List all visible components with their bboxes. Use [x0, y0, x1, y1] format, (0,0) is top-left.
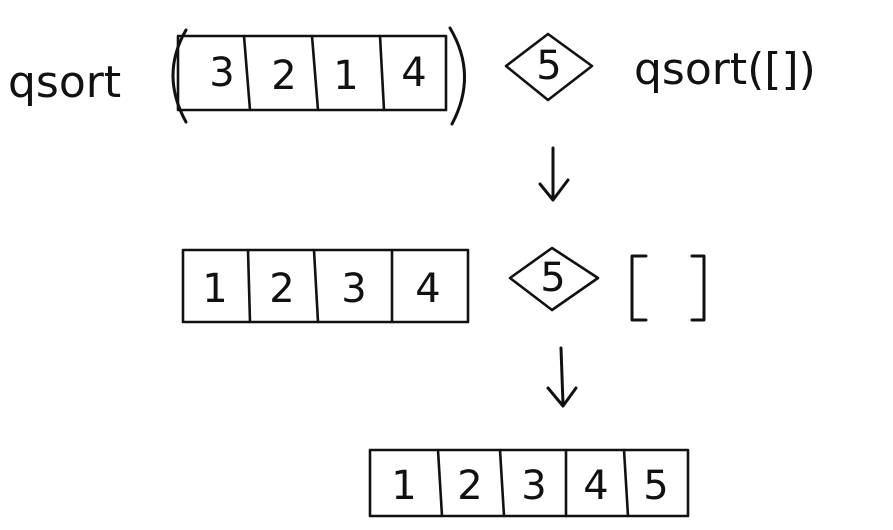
close-paren — [448, 26, 466, 126]
array-cell: 2 — [269, 266, 294, 312]
array-cell: 2 — [457, 463, 482, 509]
array-cell: 1 — [202, 266, 227, 312]
qsort-empty-call-label: qsort([]) — [634, 44, 816, 95]
open-paren — [171, 28, 188, 124]
array-cell: 3 — [209, 50, 234, 96]
array-cell: 4 — [415, 266, 440, 312]
array-cell: 3 — [341, 266, 366, 312]
down-arrow — [538, 146, 570, 202]
sorted-result-array: 1 2 3 4 5 — [368, 448, 690, 518]
pivot-value: 5 — [540, 255, 565, 301]
array-cell: 2 — [271, 53, 296, 99]
qsort-call-label: qsort — [8, 57, 121, 108]
array-cell: 1 — [391, 463, 416, 509]
sorted-left-array: 1 2 3 4 — [181, 248, 470, 324]
array-cell: 4 — [583, 463, 608, 509]
array-cell: 1 — [333, 53, 358, 99]
unsorted-array: 3 2 1 4 — [176, 34, 448, 112]
array-cell: 3 — [521, 463, 546, 509]
array-cell: 4 — [401, 50, 426, 96]
pivot-diamond: 5 — [508, 246, 600, 312]
pivot-diamond: 5 — [504, 32, 594, 102]
empty-list — [630, 254, 706, 322]
array-cell: 5 — [643, 463, 668, 509]
pivot-value: 5 — [536, 43, 561, 89]
down-arrow — [546, 346, 578, 408]
